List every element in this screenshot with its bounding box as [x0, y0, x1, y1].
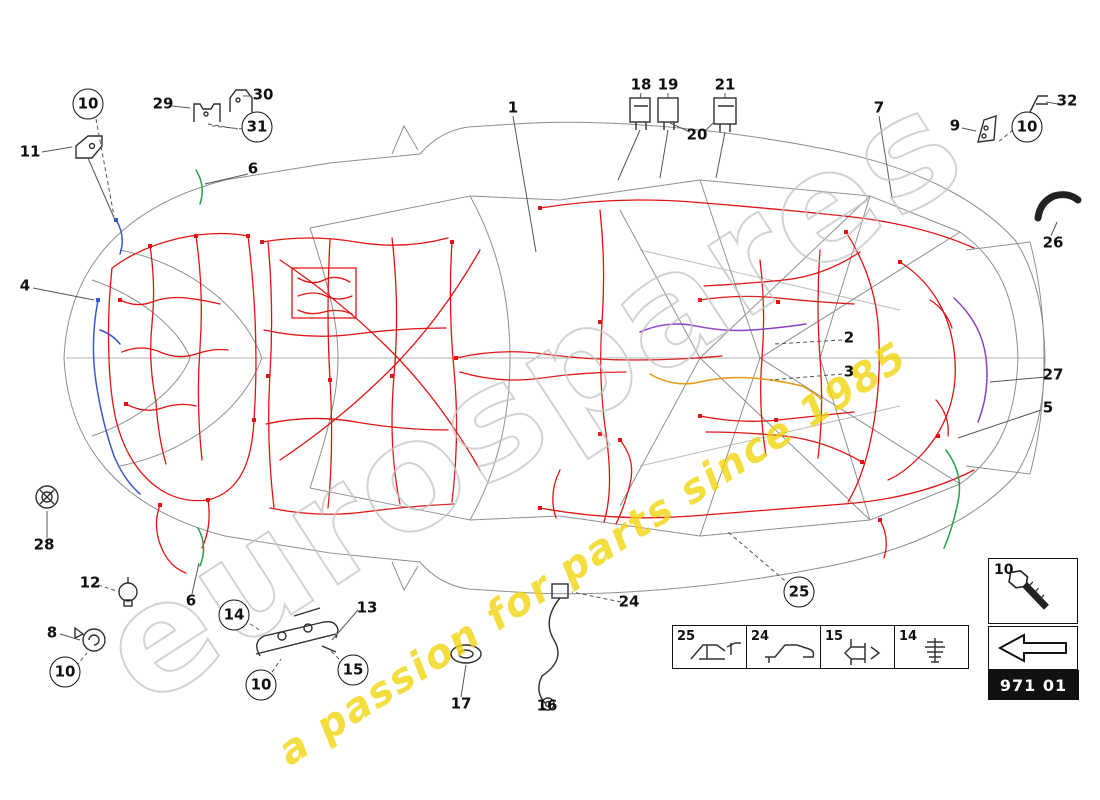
legend-cell-label: 14 [899, 629, 918, 644]
relay-icon-18 [629, 97, 651, 123]
horn-icon-8 [82, 628, 106, 652]
callout-24[interactable]: 24 [618, 592, 640, 611]
callout-18[interactable]: 18 [630, 75, 652, 94]
back-arrow-icon [997, 633, 1067, 663]
callout-20[interactable]: 20 [686, 125, 708, 144]
legend-cell-label: 24 [751, 629, 770, 644]
callout-3[interactable]: 3 [843, 362, 855, 381]
relay-icon-21 [713, 97, 737, 125]
callout-21[interactable]: 21 [714, 75, 736, 94]
cable-icon-16 [538, 597, 561, 705]
clamp-icon [690, 642, 741, 660]
callout-10-mid-bottom[interactable]: 10 [245, 669, 277, 701]
callout-10-top-right[interactable]: 10 [1011, 111, 1043, 143]
wire-purple [639, 297, 988, 423]
callout-6-top[interactable]: 6 [247, 159, 259, 178]
legend-cell-15[interactable]: 15 [821, 626, 895, 668]
hardware-box-label: 10 [994, 562, 1014, 578]
callout-14[interactable]: 14 [218, 599, 250, 631]
callout-8[interactable]: 8 [46, 623, 58, 642]
back-arrow-box[interactable] [988, 626, 1078, 670]
callout-17[interactable]: 17 [450, 694, 472, 713]
car-outline [63, 121, 1046, 595]
wire-blue [92, 218, 141, 495]
callout-16[interactable]: 16 [536, 696, 558, 715]
callout-27[interactable]: 27 [1042, 365, 1064, 384]
callout-2[interactable]: 2 [843, 328, 855, 347]
callout-10-bottom-left[interactable]: 10 [49, 656, 81, 688]
leader-lines [32, 92, 1059, 698]
callout-19[interactable]: 19 [657, 75, 679, 94]
callout-26[interactable]: 26 [1042, 233, 1064, 252]
legend-cell-14[interactable]: 14 [895, 626, 968, 668]
callout-15[interactable]: 15 [337, 654, 369, 686]
bracket-icon-30 [229, 89, 253, 112]
bolt-icon [1008, 570, 1049, 610]
wire-orange [649, 373, 823, 401]
callout-6-bottom[interactable]: 6 [185, 591, 197, 610]
callout-30[interactable]: 30 [252, 85, 274, 104]
relay-icon-19 [657, 97, 679, 123]
fir-tree-clip-icon [925, 638, 945, 663]
grommet-icon-26 [1034, 191, 1082, 222]
grommet-icon-17 [450, 644, 482, 664]
callout-10-top-left[interactable]: 10 [72, 88, 104, 120]
legend-cell-label: 25 [677, 629, 696, 644]
callout-9[interactable]: 9 [949, 116, 961, 135]
callout-13[interactable]: 13 [356, 598, 378, 617]
callout-1[interactable]: 1 [507, 98, 519, 117]
bracket-icon-11 [75, 135, 103, 159]
callout-7[interactable]: 7 [873, 98, 885, 117]
part-number-plate: 971 01 [988, 670, 1079, 700]
bracket-icon-9 [977, 115, 997, 143]
callout-28[interactable]: 28 [33, 535, 55, 554]
callout-12[interactable]: 12 [79, 573, 101, 592]
wire-green [195, 169, 961, 567]
callout-5[interactable]: 5 [1042, 398, 1054, 417]
legend-cell-24[interactable]: 24 [747, 626, 821, 668]
callout-32[interactable]: 32 [1056, 91, 1078, 110]
callout-31[interactable]: 31 [241, 111, 273, 143]
grommet-icon-28 [35, 485, 59, 509]
retainer-icon [843, 639, 881, 665]
clip-icon [765, 644, 815, 663]
part-icons [35, 89, 1082, 711]
bracket-icon-29 [193, 103, 221, 122]
legend-cell-25[interactable]: 25 [673, 626, 747, 668]
callout-4[interactable]: 4 [19, 276, 31, 295]
callout-25[interactable]: 25 [783, 576, 815, 608]
harness-red [107, 199, 975, 574]
hardware-box: 10 [988, 558, 1078, 624]
callout-11[interactable]: 11 [19, 142, 41, 161]
bracket-assembly-icon-13 [255, 607, 339, 657]
legend-cell-label: 15 [825, 629, 844, 644]
fastener-legend: 25 24 15 14 [672, 625, 969, 669]
clip-icon-32 [1029, 95, 1048, 113]
callout-29[interactable]: 29 [152, 94, 174, 113]
bracket-hole-11 [88, 142, 96, 150]
